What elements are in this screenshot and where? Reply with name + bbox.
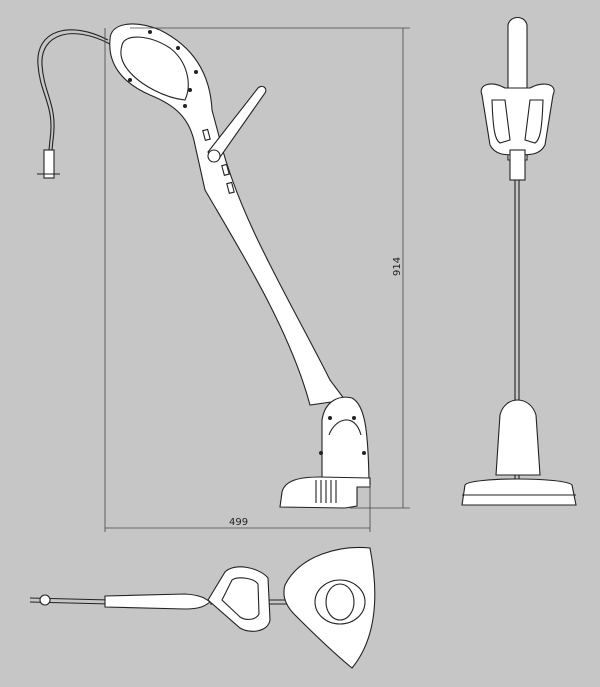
front-view	[461, 16, 577, 506]
plug	[43, 149, 55, 179]
dimension-lines	[104, 27, 410, 532]
height-dimension-label: 914	[392, 257, 403, 276]
top-view	[29, 546, 376, 669]
d-handle	[480, 83, 555, 156]
motor-housing	[321, 396, 370, 481]
power-cord	[37, 29, 109, 161]
cutter-guard	[279, 476, 371, 509]
assist-handle	[207, 85, 267, 161]
side-view	[37, 23, 371, 509]
width-dimension-label: 499	[229, 517, 248, 528]
handle-loop	[109, 23, 346, 406]
top-handle	[207, 566, 271, 632]
